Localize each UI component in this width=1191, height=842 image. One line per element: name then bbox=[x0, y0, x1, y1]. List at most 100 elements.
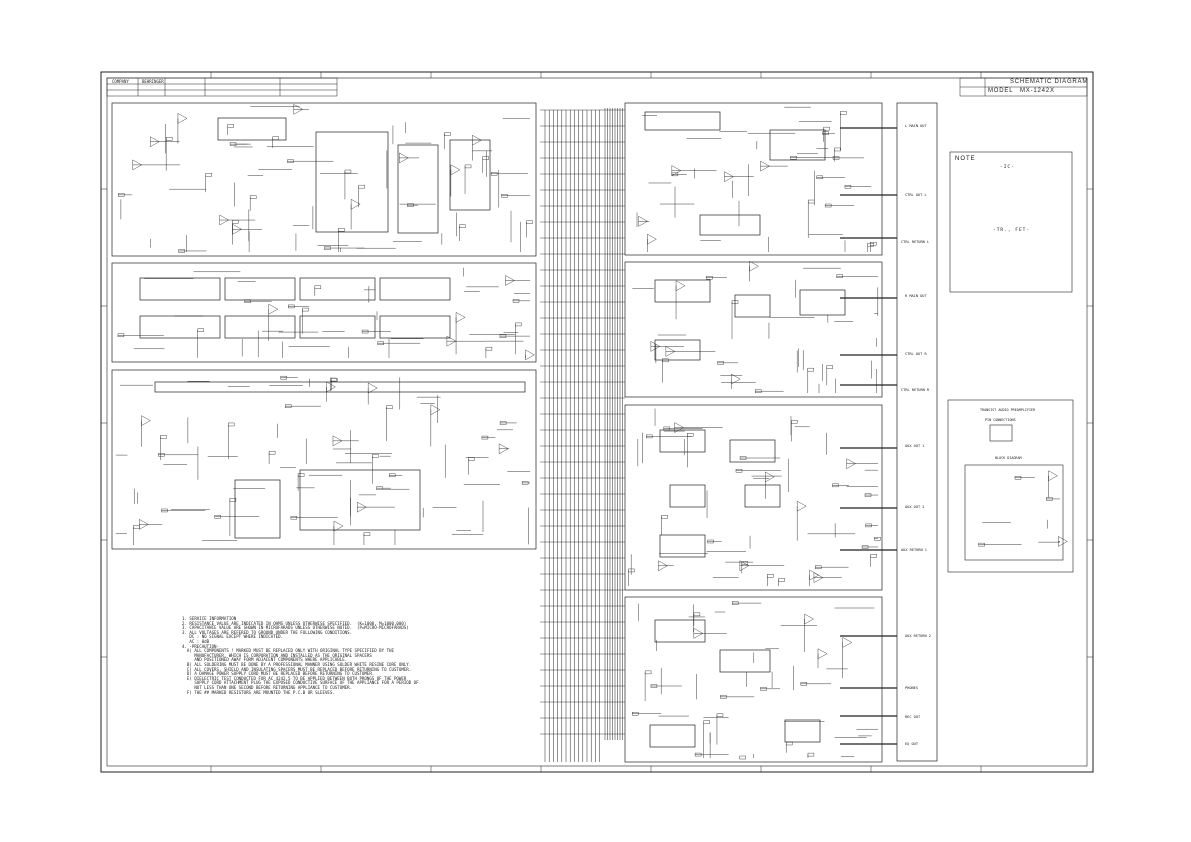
resistor bbox=[1046, 497, 1053, 501]
resistor bbox=[338, 228, 345, 232]
resistor bbox=[840, 111, 847, 115]
resistor bbox=[720, 695, 727, 699]
resistor bbox=[844, 185, 852, 189]
resistor bbox=[160, 435, 167, 439]
resistor bbox=[165, 137, 173, 141]
resistor bbox=[464, 164, 472, 169]
opamp bbox=[367, 382, 378, 394]
connector-main-out: L MAIN OUT bbox=[905, 124, 927, 128]
resistor bbox=[244, 299, 251, 303]
resistor bbox=[178, 249, 185, 253]
resistor bbox=[834, 147, 841, 152]
resistor bbox=[644, 670, 652, 675]
opamp bbox=[333, 520, 344, 532]
preamp-pin-label: PIN CONNECTIONS bbox=[985, 418, 1016, 422]
resistor bbox=[229, 142, 237, 146]
resistor bbox=[407, 203, 414, 207]
resistor bbox=[499, 421, 507, 425]
resistor bbox=[280, 375, 287, 380]
opamp bbox=[739, 560, 750, 572]
resistor bbox=[786, 741, 793, 746]
opamp bbox=[219, 214, 230, 226]
resistor bbox=[978, 542, 985, 547]
resistor bbox=[228, 422, 235, 427]
block-mic-input bbox=[111, 102, 537, 257]
resistor bbox=[482, 156, 489, 160]
resistor bbox=[515, 322, 522, 327]
resistor bbox=[826, 365, 833, 369]
resistor bbox=[694, 752, 702, 757]
components bbox=[117, 103, 1068, 760]
resistor bbox=[864, 493, 872, 497]
resistor bbox=[331, 378, 338, 382]
inner-frame bbox=[106, 77, 1088, 767]
connector-main-out-r: R MAIN OUT bbox=[905, 294, 927, 298]
resistor bbox=[459, 224, 466, 228]
opamp bbox=[446, 335, 457, 347]
resistor bbox=[377, 341, 384, 345]
connector-aux-out-1: AUX OUT 1 bbox=[905, 444, 925, 448]
ic-section-label: -IC- bbox=[1000, 165, 1015, 170]
company-label: COMPANY bbox=[112, 79, 129, 84]
opamp bbox=[675, 280, 686, 292]
resistor bbox=[628, 568, 635, 573]
resistor bbox=[205, 173, 212, 177]
resistor bbox=[117, 333, 125, 337]
opamp bbox=[749, 260, 759, 272]
opamp bbox=[817, 648, 828, 660]
resistor bbox=[823, 126, 830, 131]
resistor bbox=[836, 274, 843, 278]
resistor bbox=[363, 532, 371, 536]
resistor bbox=[288, 304, 295, 309]
resistor bbox=[344, 169, 352, 174]
resistor bbox=[376, 486, 383, 490]
preamp-block-label: BLOCK DIAGRAM bbox=[995, 456, 1022, 460]
resistor bbox=[790, 156, 797, 160]
resistor bbox=[716, 713, 724, 717]
resistor bbox=[741, 561, 749, 565]
block-master-r bbox=[624, 261, 883, 398]
opamp bbox=[525, 349, 535, 361]
resistor bbox=[389, 473, 396, 478]
opamp bbox=[804, 613, 814, 625]
resistor bbox=[717, 361, 724, 365]
opamp bbox=[141, 415, 151, 426]
block-channel-strip bbox=[111, 262, 537, 363]
resistor bbox=[214, 514, 221, 519]
resistor bbox=[739, 456, 747, 460]
resistor bbox=[874, 537, 881, 541]
resistor bbox=[671, 172, 679, 177]
opamp bbox=[132, 159, 143, 171]
opamp bbox=[674, 422, 684, 433]
opamp bbox=[846, 458, 856, 469]
resistor bbox=[808, 199, 815, 204]
resistor bbox=[485, 346, 493, 351]
resistor bbox=[703, 720, 710, 724]
resistor bbox=[650, 684, 658, 688]
resistor bbox=[330, 377, 337, 382]
resistor bbox=[302, 307, 309, 312]
company-value: BEHRINGER bbox=[142, 79, 164, 84]
connector-eq-out: EQ OUT bbox=[905, 742, 918, 746]
opamp bbox=[350, 198, 361, 210]
resistor bbox=[767, 574, 774, 578]
resistor bbox=[865, 523, 872, 528]
outer-frame bbox=[100, 71, 1094, 773]
resistor bbox=[197, 328, 204, 332]
resistor bbox=[778, 578, 785, 582]
block-power-supply bbox=[111, 369, 537, 550]
opamp bbox=[177, 113, 188, 124]
opamp bbox=[498, 443, 509, 455]
connector-phones: PHONES bbox=[905, 686, 918, 690]
resistor bbox=[867, 242, 874, 247]
opamp bbox=[450, 164, 461, 176]
block-aux bbox=[624, 404, 883, 591]
resistor bbox=[133, 525, 140, 529]
resistor bbox=[372, 454, 379, 458]
opamp bbox=[293, 103, 304, 115]
model-label: MODEL bbox=[988, 88, 1014, 94]
resistor bbox=[870, 242, 877, 246]
resistor bbox=[249, 195, 257, 199]
resistor bbox=[161, 508, 168, 513]
resistor bbox=[731, 300, 739, 304]
